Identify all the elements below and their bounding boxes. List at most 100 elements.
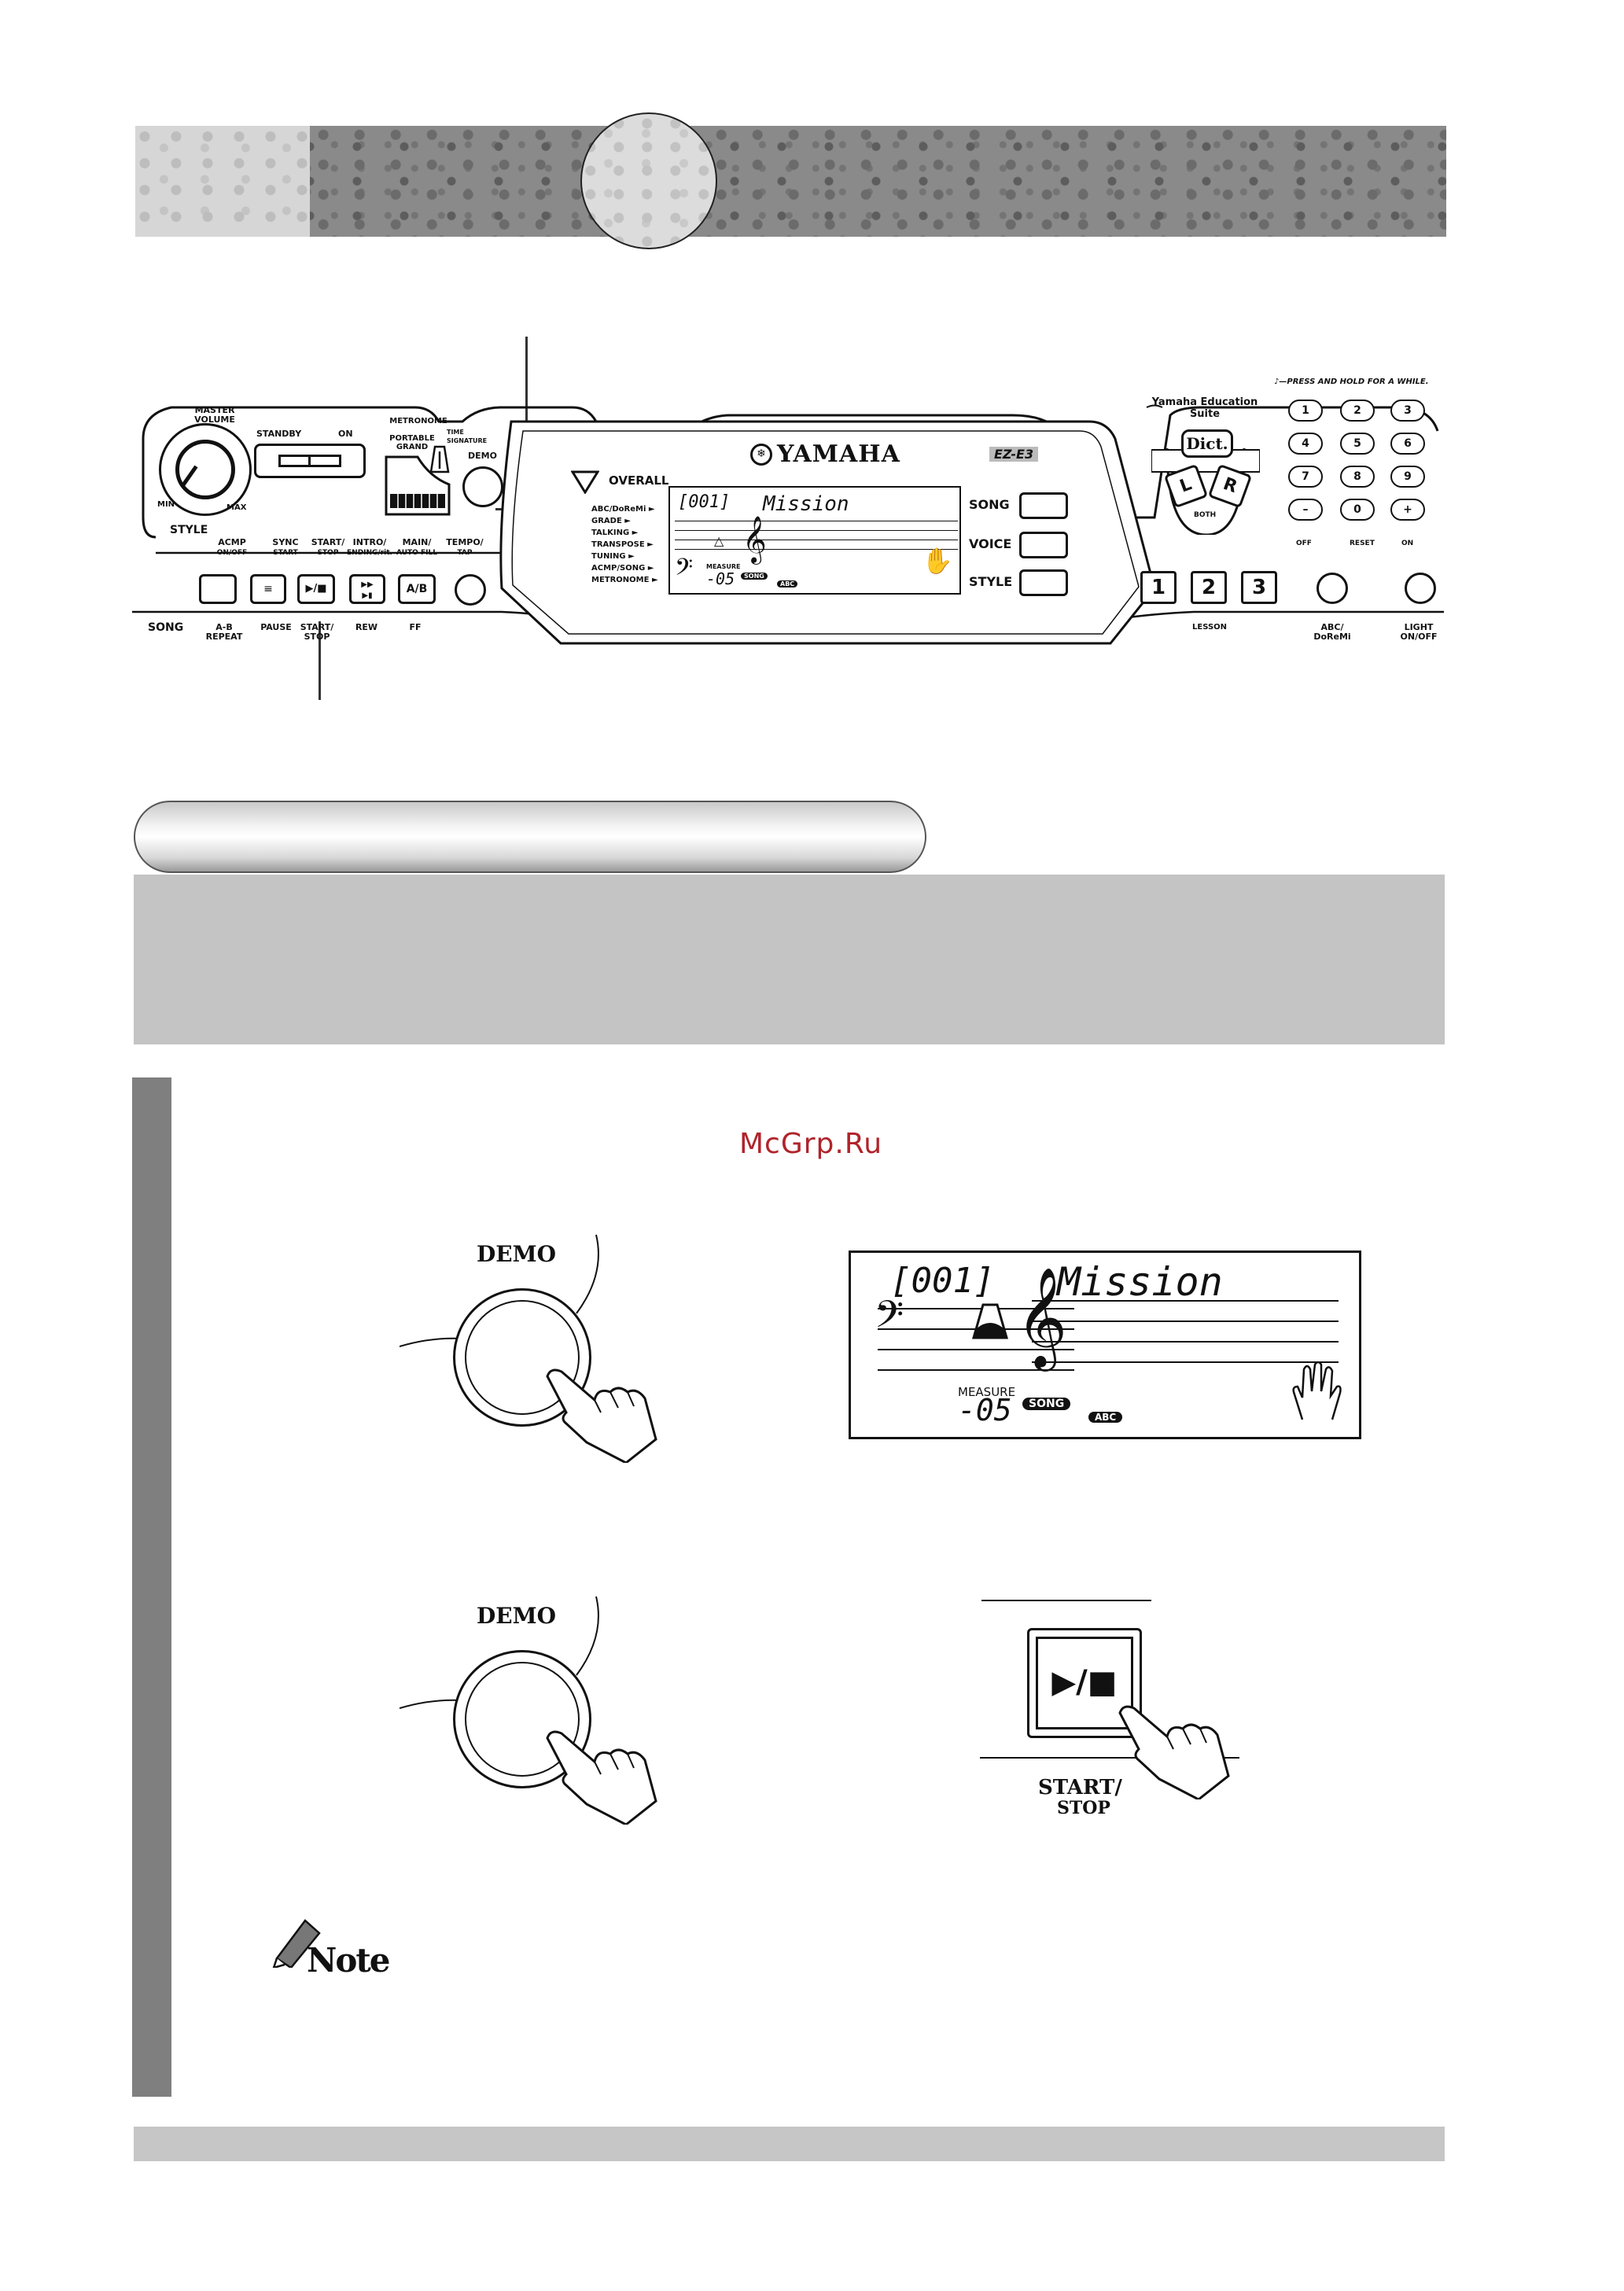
lcd-abc-badge: ABC bbox=[1088, 1412, 1123, 1423]
step1-demo-button[interactable] bbox=[453, 1288, 591, 1427]
step1-demo-illustration: DEMO bbox=[400, 1227, 683, 1463]
style-mode-button[interactable] bbox=[1019, 569, 1068, 596]
style-mode-label: STYLE bbox=[969, 574, 1013, 589]
ab-repeat-label: A-B REPEAT bbox=[205, 622, 243, 642]
yamaha-logo-icon: ❄ bbox=[750, 444, 772, 466]
overall-label: OVERALL bbox=[609, 473, 669, 488]
numpad-plus-key[interactable]: + bbox=[1390, 499, 1425, 521]
song-mode-button[interactable] bbox=[1019, 492, 1068, 519]
style-section-label: STYLE bbox=[170, 524, 208, 536]
treble-clef-icon: 𝄞 bbox=[742, 516, 767, 563]
lcd-song-number: [001] bbox=[678, 492, 731, 512]
pencil-note-icon bbox=[272, 1919, 321, 1968]
tempo-tap-label: TEMPO/TAP bbox=[446, 537, 484, 558]
overall-triangle-icon[interactable] bbox=[570, 470, 600, 495]
volume-min-label: MIN bbox=[157, 500, 175, 509]
brand-name: YAMAHA bbox=[777, 440, 900, 468]
start-stop-button[interactable]: ▶/■ bbox=[297, 574, 335, 604]
abc-doremi-button[interactable] bbox=[1317, 573, 1348, 604]
rew-label: REW bbox=[355, 622, 378, 632]
numpad-key[interactable]: 8 bbox=[1340, 466, 1375, 488]
standby-on-label: ON bbox=[338, 429, 353, 439]
header-band-light-section bbox=[135, 126, 310, 237]
numpad-off-label: OFF bbox=[1296, 540, 1312, 547]
panel-lcd-display: [001] Mission 𝄢 𝄞 △ MEASURE -05 SONG ABC… bbox=[668, 486, 961, 595]
note-block: Note bbox=[271, 1913, 391, 1991]
dict-button[interactable]: Dict. bbox=[1181, 429, 1233, 458]
intro-ending-button[interactable]: ▶▶▶▮ bbox=[349, 574, 385, 604]
step2-demo-illustration: DEMO bbox=[400, 1589, 683, 1825]
overall-item: ACMP/SONG ► bbox=[591, 564, 654, 573]
numpad-key[interactable]: 6 bbox=[1390, 433, 1425, 455]
numpad-reset-label: RESET bbox=[1350, 540, 1375, 547]
overall-item: TRANSPOSE ► bbox=[591, 540, 654, 549]
main-autofill-button[interactable]: A/B bbox=[398, 574, 436, 604]
demo-button[interactable] bbox=[462, 466, 503, 507]
section-title-pill bbox=[134, 801, 926, 873]
numpad-key[interactable]: 7 bbox=[1288, 466, 1323, 488]
header-band bbox=[135, 126, 1446, 237]
light-button[interactable] bbox=[1405, 573, 1436, 604]
note-label: Note bbox=[307, 1941, 391, 1980]
lcd-measure-label: MEASURE bbox=[958, 1385, 1016, 1399]
numpad-key[interactable]: 5 bbox=[1340, 433, 1375, 455]
ff-label: FF bbox=[409, 622, 422, 632]
metronome-icon bbox=[429, 445, 450, 473]
numpad-key[interactable]: 1 bbox=[1288, 400, 1323, 422]
standby-switch[interactable] bbox=[254, 444, 366, 478]
metronome-label: METRONOME bbox=[389, 417, 447, 425]
intro-ending-label: INTRO/ENDING/rit. bbox=[347, 537, 392, 558]
demo-label: DEMO bbox=[468, 451, 497, 461]
play-stop-icon: ▶/■ bbox=[1036, 1637, 1133, 1729]
song-mode-label: SONG bbox=[969, 497, 1010, 512]
pointing-hand-icon bbox=[1118, 1705, 1230, 1799]
model-logo: EZ-E3 bbox=[989, 447, 1039, 462]
tempo-tap-button[interactable] bbox=[455, 574, 486, 606]
lesson-3-button[interactable]: 3 bbox=[1241, 571, 1277, 604]
metronome-lcd-icon bbox=[972, 1303, 1008, 1339]
stop-label: STOP bbox=[1057, 1798, 1110, 1818]
overall-item: METRONOME ► bbox=[591, 576, 658, 584]
master-volume-label: MASTER VOLUME bbox=[194, 405, 235, 425]
numpad-key[interactable]: 3 bbox=[1390, 400, 1425, 422]
numpad-key[interactable]: 2 bbox=[1340, 400, 1375, 422]
acmp-button[interactable] bbox=[199, 574, 237, 604]
lcd-measure-value: -05 bbox=[958, 1393, 1012, 1427]
lcd-song-name: Mission bbox=[763, 492, 849, 516]
pointing-hand-icon bbox=[546, 1730, 657, 1825]
master-volume-knob[interactable] bbox=[159, 423, 252, 516]
lesson-2-button[interactable]: 2 bbox=[1191, 571, 1227, 604]
treble-clef-icon: 𝄞 bbox=[1016, 1266, 1068, 1367]
song-section-label: SONG bbox=[148, 621, 184, 634]
section-description-block bbox=[134, 875, 1445, 1044]
numpad-on-label: ON bbox=[1401, 540, 1414, 547]
bass-clef-icon: 𝄢 bbox=[875, 1292, 904, 1346]
metronome-lcd-icon: △ bbox=[714, 533, 724, 548]
start-stop-label: START/STOP bbox=[311, 537, 345, 558]
sync-start-button[interactable]: ≡ bbox=[250, 574, 286, 604]
lesson-1-button[interactable]: 1 bbox=[1140, 571, 1177, 604]
callout-line-start-stop bbox=[319, 621, 321, 700]
voice-mode-label: VOICE bbox=[969, 536, 1012, 551]
hand-icon: ✋ bbox=[922, 546, 953, 576]
start-stop-button[interactable]: ▶/■ bbox=[1027, 1628, 1142, 1738]
lcd-song-badge: SONG bbox=[741, 573, 768, 580]
main-autofill-label: MAIN/AUTO FILL bbox=[396, 537, 437, 558]
portable-grand-button[interactable] bbox=[382, 453, 453, 516]
step1-demo-label: DEMO bbox=[477, 1241, 557, 1267]
watermark: McGrp.Ru bbox=[739, 1128, 883, 1160]
numpad-key[interactable]: 9 bbox=[1390, 466, 1425, 488]
step2-start-stop-illustration: ▶/■ START/ STOP bbox=[980, 1597, 1239, 1825]
pause-label: PAUSE bbox=[260, 622, 292, 632]
lcd-abc-badge: ABC bbox=[777, 580, 798, 587]
voice-mode-button[interactable] bbox=[1019, 532, 1068, 558]
light-label: LIGHT ON/OFF bbox=[1400, 622, 1438, 642]
overall-function-list: ABC/DoReMi ► GRADE ► TALKING ► TRANSPOSE… bbox=[591, 503, 678, 586]
education-suite-label: Yamaha Education Suite bbox=[1151, 396, 1258, 420]
hand-icon bbox=[1292, 1361, 1342, 1420]
numpad-minus-key[interactable]: – bbox=[1288, 499, 1323, 521]
numpad-key[interactable]: 4 bbox=[1288, 433, 1323, 455]
numpad-key[interactable]: 0 bbox=[1340, 499, 1375, 521]
